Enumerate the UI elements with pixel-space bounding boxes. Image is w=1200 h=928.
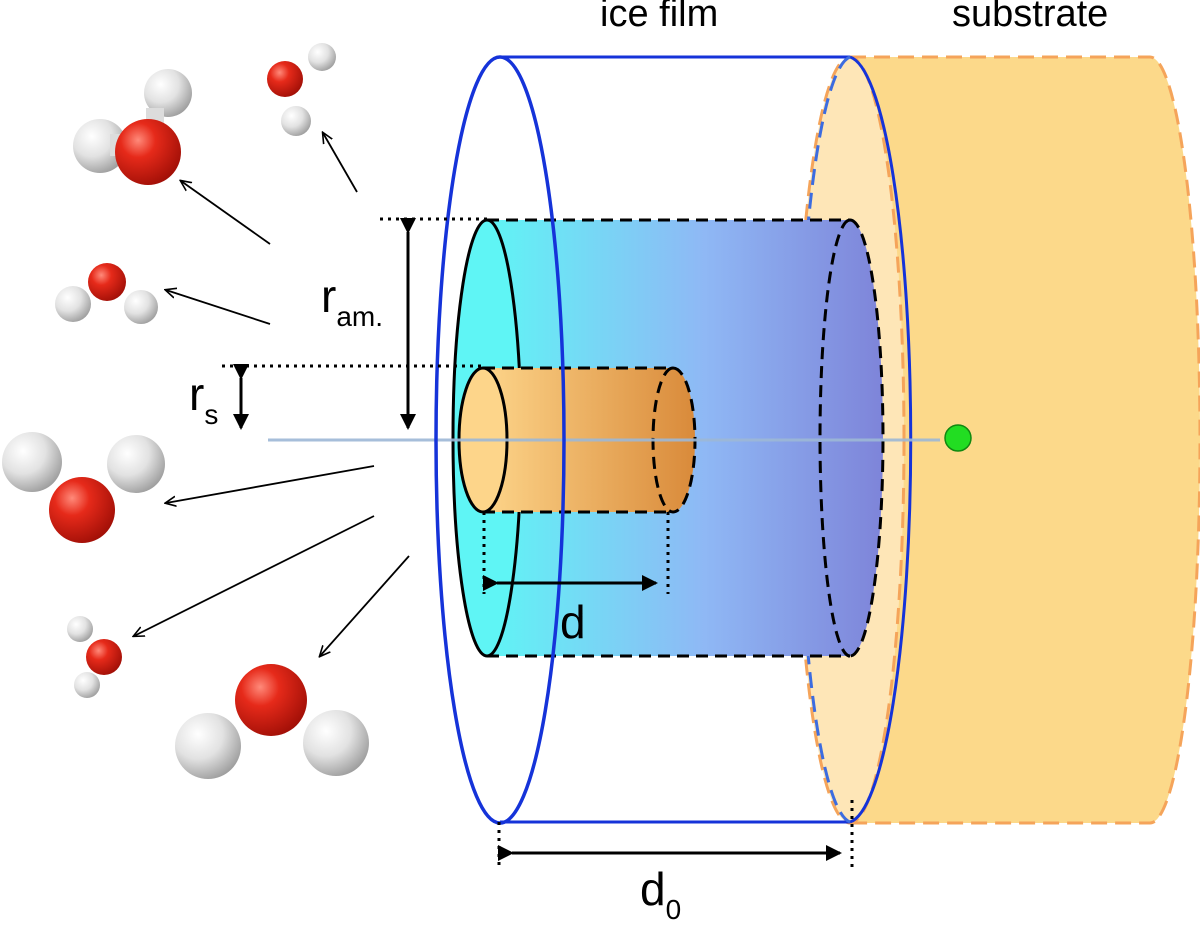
water-molecule-icon (67, 616, 122, 698)
ejection-arrow (166, 290, 271, 325)
d-label: d (560, 596, 586, 648)
substrate-label: substrate (952, 0, 1108, 35)
ejection-arrow (320, 555, 410, 656)
d-dimension (482, 512, 670, 594)
ejection-arrow (166, 465, 375, 503)
ejection-arrow (134, 515, 375, 636)
water-molecule-icon (73, 69, 192, 185)
ejection-arrow (181, 181, 271, 245)
water-molecule-icon (175, 664, 369, 779)
d0-dimension (497, 800, 854, 868)
d0-label: d0 (640, 863, 681, 923)
ejection-arrows (134, 133, 410, 656)
water-molecule-icon (267, 43, 336, 136)
r-s-label: rs (189, 368, 218, 430)
water-molecule-icon (55, 263, 158, 324)
ice-film-label: ice film (600, 0, 718, 35)
ejection-arrow (323, 133, 358, 193)
r-am-dimension (380, 217, 487, 430)
r-am-label: ram. (321, 270, 383, 332)
center-point (944, 424, 972, 452)
water-molecule-icon (2, 432, 165, 543)
r-s-dimension (222, 364, 483, 430)
